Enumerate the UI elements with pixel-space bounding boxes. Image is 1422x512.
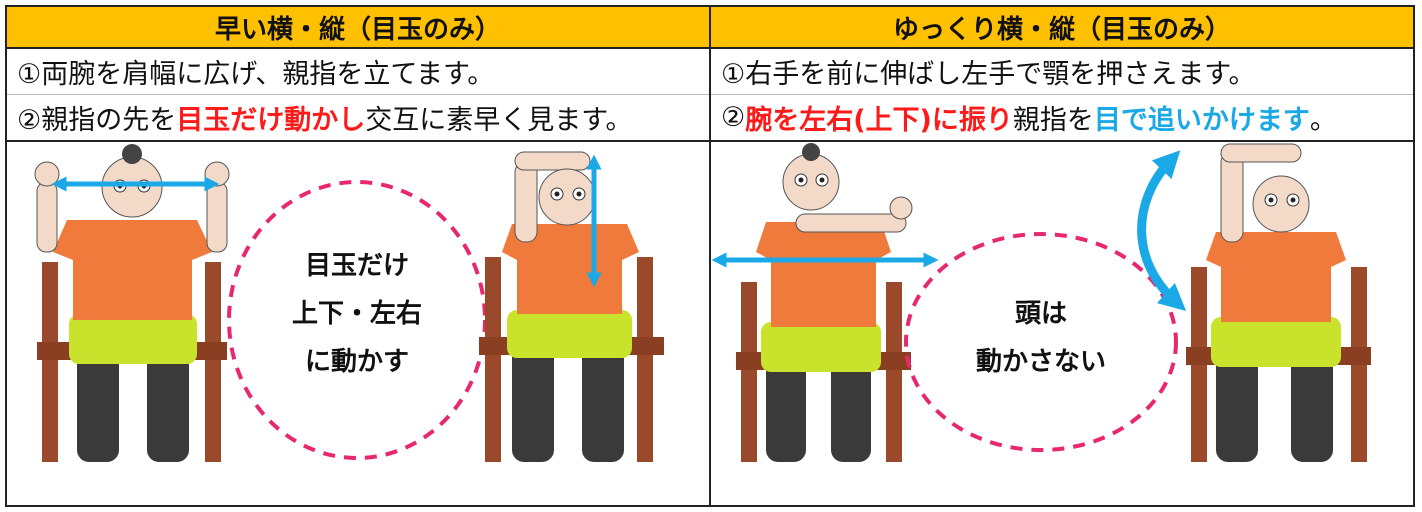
exercise-sheet: 早い横・縦（目玉のみ） ①両腕を肩幅に広げ、親指を立てます。 ②親指の先を目玉だ… xyxy=(5,5,1415,507)
person-arm-forward-hand-on-chin-icon xyxy=(711,143,939,462)
right-step-2-highlight-red: 腕を左右(上下)に振り xyxy=(745,105,1013,136)
right-step-1: ①右手を前に伸ばし左手で顎を押さえます。 xyxy=(721,59,1256,90)
person-arms-out-thumbs-up-icon xyxy=(34,144,230,462)
right-illustration: 頭は 動かさない xyxy=(711,142,1413,505)
right-bubble-line-1: 頭は xyxy=(1014,299,1067,329)
left-illustration: 目玉だけ 上下・左右 に動かす xyxy=(7,142,709,505)
left-step-2-suffix: 交互に素早く見ます。 xyxy=(365,105,633,136)
left-column: 早い横・縦（目玉のみ） ①両腕を肩幅に広げ、親指を立てます。 ②親指の先を目玉だ… xyxy=(7,7,709,505)
right-step-2-prefix: ② xyxy=(721,102,746,133)
left-step-2-prefix: ②親指の先を xyxy=(17,105,177,136)
left-step-1: ①両腕を肩幅に広げ、親指を立てます。 xyxy=(17,59,495,90)
left-header: 早い横・縦（目玉のみ） xyxy=(7,7,709,49)
left-step-2-highlight: 目玉だけ動かし xyxy=(176,105,366,136)
right-bubble-text: 頭は 動かさない xyxy=(906,290,1176,386)
person-arm-raised-hand-on-chin-icon xyxy=(1137,143,1371,462)
right-header: ゆっくり横・縦（目玉のみ） xyxy=(711,7,1413,49)
left-step-2: ②親指の先を目玉だけ動かし交互に素早く見ます。 xyxy=(7,94,709,140)
left-steps: ①両腕を肩幅に広げ、親指を立てます。 ②親指の先を目玉だけ動かし交互に素早く見ま… xyxy=(7,49,709,142)
person-arm-raised-thumb-icon xyxy=(479,151,664,462)
right-step-2-highlight-blue: 目で追いかけます xyxy=(1093,105,1310,136)
left-bubble-line-3: に動かす xyxy=(304,347,409,377)
left-bubble-text: 目玉だけ 上下・左右 に動かす xyxy=(229,242,485,386)
right-step-2-suffix: 。 xyxy=(1309,105,1337,136)
right-step-2-middle: 親指を xyxy=(1012,105,1094,136)
right-bubble-line-2: 動かさない xyxy=(975,347,1106,377)
left-bubble-line-2: 上下・左右 xyxy=(291,299,422,329)
left-bubble-line-1: 目玉だけ xyxy=(304,251,409,281)
